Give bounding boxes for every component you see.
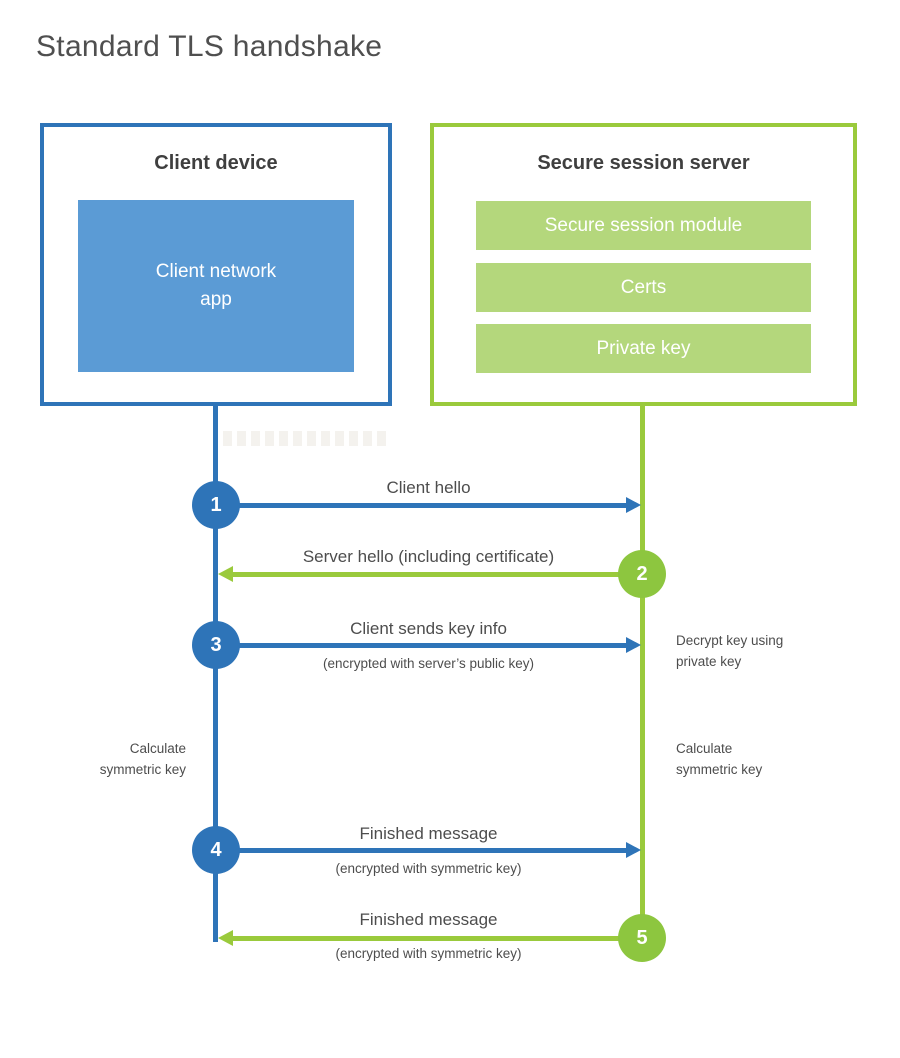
step4-label: Finished message bbox=[359, 824, 498, 843]
client-device-box: Client device Client network app bbox=[40, 123, 392, 406]
step3-circle: 3 bbox=[192, 621, 240, 669]
step5-circle: 5 bbox=[618, 914, 666, 962]
client-lifeline bbox=[213, 406, 218, 942]
server-title: Secure session server bbox=[537, 152, 750, 174]
note-calculate-symmetric-key-client: Calculate symmetric key bbox=[99, 741, 186, 777]
step1-circle: 1 bbox=[192, 481, 240, 529]
server-module-private-key: Private key bbox=[476, 324, 811, 373]
step3-arrowhead-right-icon bbox=[626, 637, 641, 653]
client-network-app-block: Client network app bbox=[78, 200, 354, 372]
step2-arrowhead-left-icon bbox=[218, 566, 233, 582]
step3-label: Client sends key info bbox=[350, 619, 507, 638]
note-decrypt-key: Decrypt key using private key bbox=[676, 633, 784, 669]
step1-label: Client hello bbox=[386, 478, 471, 497]
step5-arrowhead-left-icon bbox=[218, 930, 233, 946]
step1-arrowhead-right-icon bbox=[626, 497, 641, 513]
server-module-certs: Certs bbox=[476, 263, 811, 312]
client-device-title: Client device bbox=[154, 152, 278, 174]
page-title: Standard TLS handshake bbox=[36, 30, 383, 63]
step5-label: Finished message bbox=[359, 910, 498, 929]
step4-arrowhead-right-icon bbox=[626, 842, 641, 858]
secure-session-server-box: Secure session server Secure session mod… bbox=[430, 123, 857, 406]
step5-arrow-line bbox=[233, 936, 642, 941]
faint-ghost-artifact bbox=[223, 431, 389, 446]
step3-sublabel: (encrypted with server’s public key) bbox=[322, 656, 535, 671]
server-module-secure-session: Secure session module bbox=[476, 201, 811, 250]
step2-arrow-line bbox=[233, 572, 642, 577]
step1-arrow-line bbox=[216, 503, 626, 508]
server-lifeline bbox=[640, 406, 645, 938]
step2-circle: 2 bbox=[618, 550, 666, 598]
step3-arrow-line bbox=[216, 643, 626, 648]
step4-sublabel: (encrypted with symmetric key) bbox=[335, 861, 522, 876]
note-calculate-symmetric-key-server: Calculate symmetric key bbox=[676, 741, 763, 777]
step5-sublabel: (encrypted with symmetric key) bbox=[335, 946, 522, 961]
step4-arrow-line bbox=[216, 848, 626, 853]
step4-circle: 4 bbox=[192, 826, 240, 874]
step2-label: Server hello (including certificate) bbox=[302, 547, 555, 566]
